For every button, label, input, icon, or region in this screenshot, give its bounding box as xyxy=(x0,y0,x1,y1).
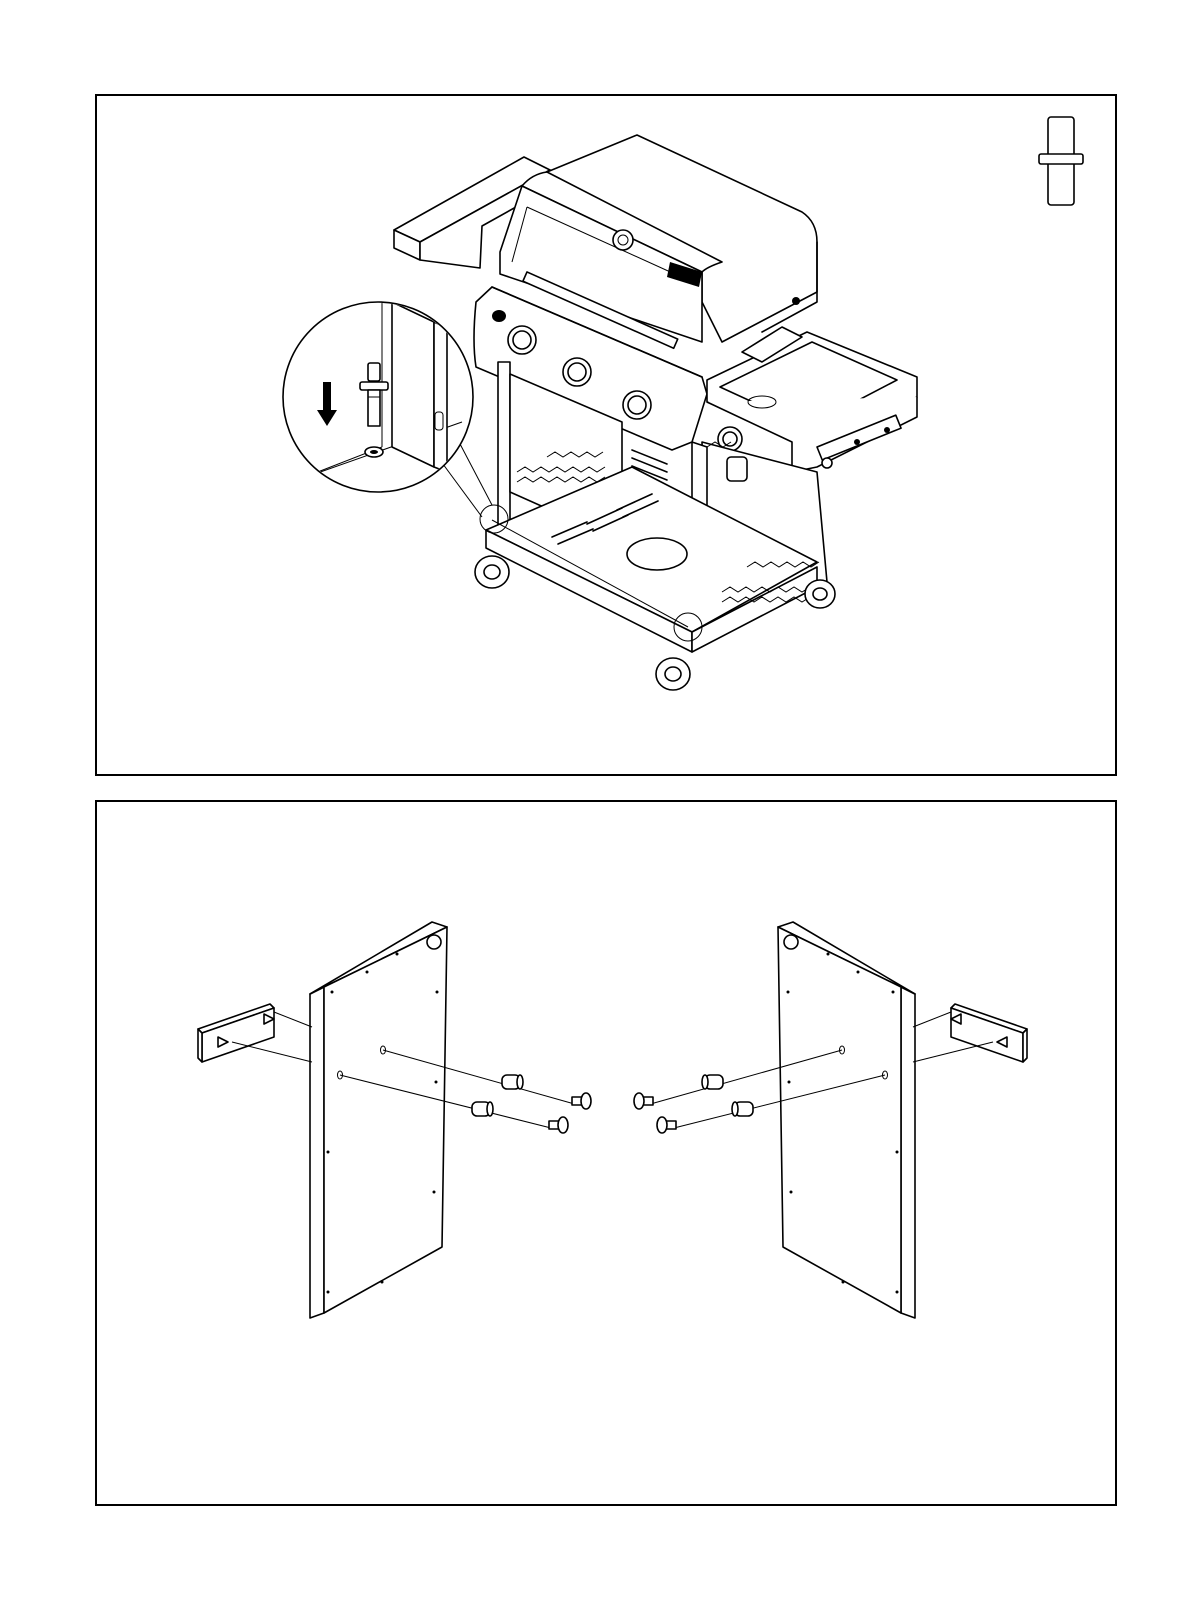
caster-front-right xyxy=(656,658,690,690)
spacer-left-1 xyxy=(502,1075,523,1089)
tank-hole xyxy=(627,538,687,570)
screw-right-2 xyxy=(657,1117,676,1133)
bracket-left xyxy=(198,1004,312,1062)
caster-front-left xyxy=(475,556,509,588)
burner-knob-3 xyxy=(623,391,651,419)
side-panel-left xyxy=(310,922,447,1318)
temperature-gauge-icon xyxy=(613,230,633,250)
side-panel-right xyxy=(778,922,915,1318)
spacer-left-2 xyxy=(472,1102,493,1116)
screw-left-1 xyxy=(572,1093,591,1109)
bracket-right xyxy=(913,1004,1027,1062)
grill-illustration xyxy=(97,96,1115,774)
spacer-right-1 xyxy=(702,1075,723,1089)
burner-knob-1 xyxy=(508,326,536,354)
caster-back-right xyxy=(805,580,835,608)
side-shelf-right xyxy=(707,327,917,472)
igniter-button xyxy=(492,310,506,322)
side-panel-illustration xyxy=(97,802,1115,1504)
detail-callout-bolt-insertion xyxy=(283,302,473,492)
step-panel-grill-assembly xyxy=(95,94,1117,776)
spacer-right-2 xyxy=(732,1102,753,1116)
step-panel-side-panel-assembly xyxy=(95,800,1117,1506)
burner-knob-2 xyxy=(563,358,591,386)
screw-left-2 xyxy=(549,1117,568,1133)
hardware-bolt-icon xyxy=(1039,117,1083,205)
screw-right-1 xyxy=(634,1093,653,1109)
